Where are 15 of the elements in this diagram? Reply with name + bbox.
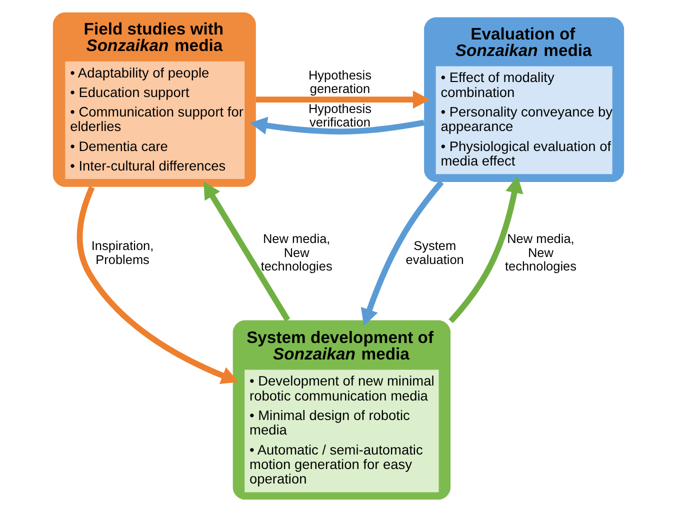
edge-label: Hypothesis verification <box>308 100 371 130</box>
arrow <box>255 90 430 109</box>
edge-label: System evaluation <box>405 238 464 267</box>
edge-label: Inspiration, Problems <box>90 238 154 267</box>
arrow <box>360 180 444 326</box>
node-box: Evaluation of Sonzaikan media • Effect of modality combination • Personality conveyance by appearance • Physiological evaluation of media effect <box>424 17 624 182</box>
arrow <box>203 181 290 322</box>
node-box: Field studies with Sonzaikan media • Adaptability of people • Education support • Communication support for elderlies • Dementia care • Inter-cultural differences <box>52 12 256 187</box>
edge-label: New media, New technologies <box>504 231 576 274</box>
node-box: System development of Sonzaikan media • Development of new minimal robotic communication media • Minimal design of robotic media • Automatic / semi-automatic motion generation for easy operation <box>232 320 450 500</box>
edge-label: Hypothesis generation <box>308 67 371 96</box>
edge-label: New media, New technologies <box>260 231 332 274</box>
arrow <box>249 116 424 134</box>
arrow <box>448 176 523 324</box>
arrow <box>76 186 238 384</box>
